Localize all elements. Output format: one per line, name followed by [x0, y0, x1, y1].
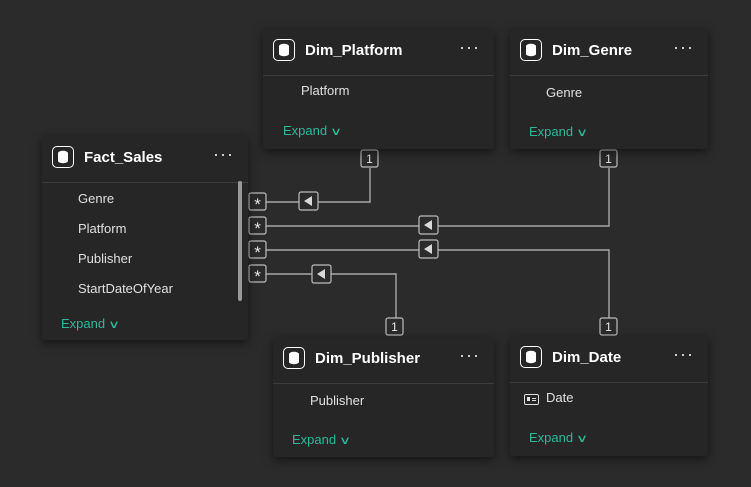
crossfilter-arrow-platform — [298, 191, 319, 211]
table-card-dim-genre[interactable]: Dim_Genre ··· Genre Expand∨ — [510, 29, 708, 149]
expand-label: Expand — [529, 124, 574, 139]
table-title: Dim_Genre — [552, 42, 633, 59]
more-options-icon[interactable]: ··· — [459, 37, 480, 57]
crossfilter-arrow-genre — [418, 215, 439, 235]
relationship-line-publisher — [249, 273, 397, 318]
table-card-fact-sales[interactable]: Fact_Sales ··· Genre Platform Publisher … — [42, 136, 248, 340]
chevron-down-icon: ∨ — [330, 126, 343, 138]
field-startdateofyear[interactable]: StartDateOfYear — [78, 281, 173, 296]
field-genre[interactable]: Genre — [546, 85, 583, 100]
table-icon — [520, 39, 542, 61]
table-title: Dim_Date — [552, 349, 622, 366]
table-icon — [283, 347, 305, 369]
one-marker-platform: 1 — [366, 152, 373, 166]
table-header[interactable]: Dim_Genre ··· — [510, 29, 708, 76]
table-card-dim-platform[interactable]: Dim_Platform ··· Platform Expand∨ — [263, 29, 494, 149]
table-icon — [52, 146, 74, 168]
expand-label: Expand — [529, 430, 574, 445]
field-genre[interactable]: Genre — [78, 191, 115, 206]
table-title: Fact_Sales — [84, 149, 163, 166]
chevron-down-icon: ∨ — [108, 319, 121, 331]
many-marker-genre: * — [254, 219, 261, 238]
table-header[interactable]: Dim_Platform ··· — [263, 29, 494, 76]
fields-scrollbar[interactable] — [238, 181, 242, 301]
expand-button[interactable]: Expand∨ — [283, 123, 343, 138]
many-marker-platform: * — [254, 195, 261, 214]
table-title: Dim_Platform — [305, 42, 403, 59]
more-options-icon[interactable]: ··· — [673, 344, 694, 364]
chevron-down-icon: ∨ — [576, 433, 589, 445]
one-marker-publisher: 1 — [391, 320, 398, 334]
table-header[interactable]: Dim_Date ··· — [510, 336, 708, 383]
one-marker-genre: 1 — [605, 152, 612, 166]
table-card-dim-date[interactable]: Dim_Date ··· Date Expand∨ — [510, 336, 708, 456]
field-platform[interactable]: Platform — [78, 221, 127, 236]
chevron-down-icon: ∨ — [339, 435, 352, 447]
table-header[interactable]: Dim_Publisher ··· — [273, 337, 494, 384]
field-platform[interactable]: Platform — [301, 83, 350, 98]
expand-label: Expand — [61, 316, 106, 331]
date-field-icon — [524, 394, 539, 405]
expand-button[interactable]: Expand∨ — [292, 432, 352, 447]
many-marker-publisher: * — [254, 267, 261, 286]
relationship-line-platform — [249, 168, 371, 203]
relationship-line-genre — [249, 168, 610, 227]
table-icon — [520, 346, 542, 368]
many-marker-date: * — [254, 243, 261, 262]
table-card-dim-publisher[interactable]: Dim_Publisher ··· Publisher Expand∨ — [273, 337, 494, 457]
expand-button[interactable]: Expand∨ — [529, 124, 589, 139]
table-title: Dim_Publisher — [315, 350, 421, 367]
expand-button[interactable]: Expand∨ — [61, 316, 121, 331]
crossfilter-arrow-publisher — [311, 264, 332, 284]
chevron-down-icon: ∨ — [576, 127, 589, 139]
more-options-icon[interactable]: ··· — [459, 345, 480, 365]
relationship-line-date — [249, 249, 610, 318]
one-marker-date: 1 — [605, 320, 612, 334]
field-date[interactable]: Date — [546, 390, 574, 405]
expand-label: Expand — [283, 123, 328, 138]
field-publisher[interactable]: Publisher — [310, 393, 365, 408]
more-options-icon[interactable]: ··· — [213, 144, 234, 164]
expand-button[interactable]: Expand∨ — [529, 430, 589, 445]
field-publisher[interactable]: Publisher — [78, 251, 133, 266]
table-header[interactable]: Fact_Sales ··· — [42, 136, 248, 183]
table-icon — [273, 39, 295, 61]
more-options-icon[interactable]: ··· — [673, 37, 694, 57]
crossfilter-arrow-date — [418, 239, 439, 259]
expand-label: Expand — [292, 432, 337, 447]
